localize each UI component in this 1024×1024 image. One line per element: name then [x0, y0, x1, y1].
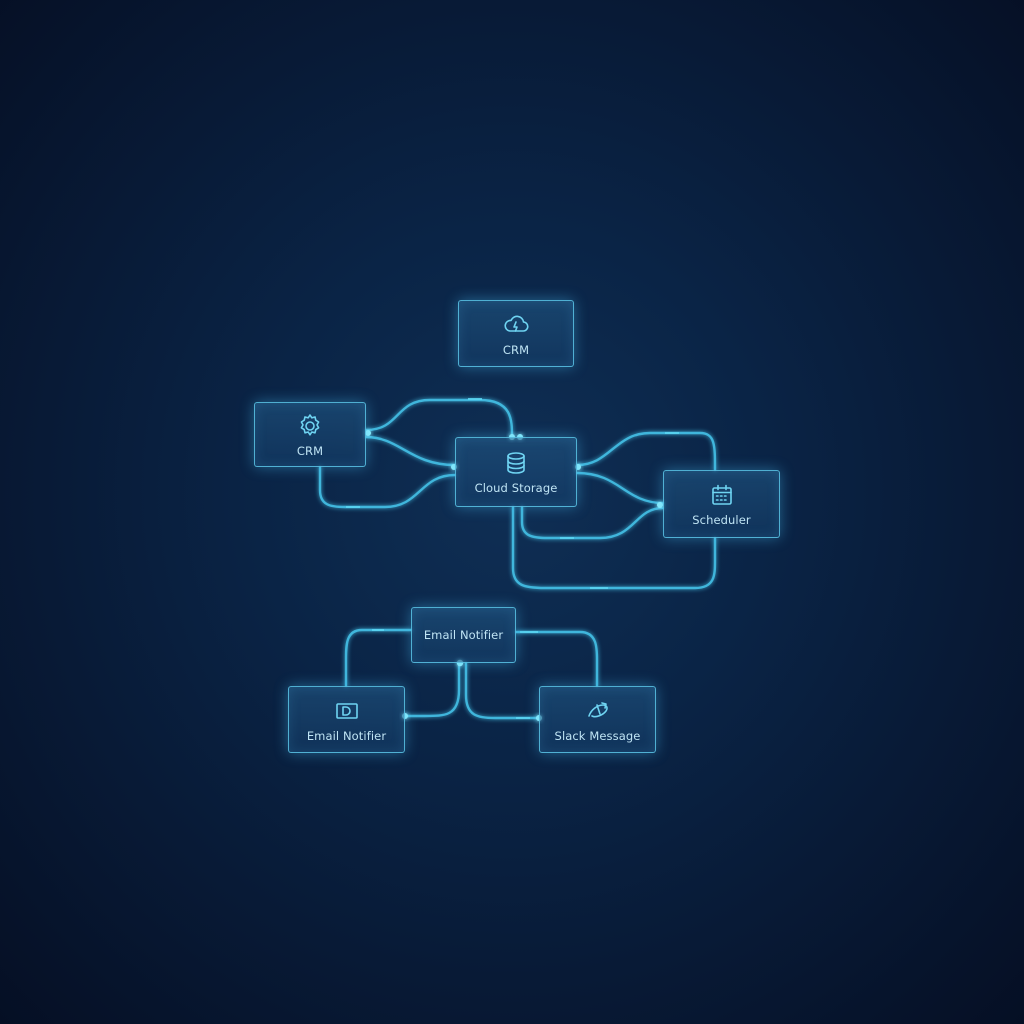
connector-cloud-storage-outer-loop — [511, 505, 717, 590]
connector-crm-left-middle — [364, 435, 457, 467]
connector-tick — [346, 506, 360, 508]
cloud-icon — [502, 311, 530, 339]
connector-crm-left-lower — [318, 465, 457, 509]
port-dot — [365, 430, 371, 436]
connector-tick — [516, 717, 530, 719]
connector-email-to-email-inner — [403, 661, 461, 718]
video-icon — [333, 697, 361, 725]
gear-icon — [296, 412, 324, 440]
connector-cloud-storage-inner-loop — [520, 505, 665, 540]
node-label: CRM — [502, 342, 530, 357]
node-slack-message[interactable]: Slack Message — [539, 686, 656, 753]
connector-tick — [468, 398, 482, 400]
port-dot — [657, 502, 663, 508]
connector-email-to-slack-inner — [464, 661, 541, 720]
connector-cloud-storage-to-scheduler-top — [575, 431, 717, 472]
connector-email-to-email-outer — [344, 628, 413, 688]
node-cloud-storage[interactable]: Cloud Storage — [455, 437, 577, 507]
node-label: Scheduler — [692, 513, 751, 527]
connector-tick — [560, 537, 574, 539]
connector-tick — [372, 629, 384, 631]
calendar-icon — [708, 481, 736, 509]
node-label: Cloud Storage — [474, 481, 558, 495]
node-email-notifier-top[interactable]: Email Notifier — [411, 607, 516, 663]
node-label: Email Notifier — [306, 728, 387, 743]
connector-email-to-slack-outer — [514, 630, 599, 688]
node-label: Slack Message — [554, 728, 641, 743]
connector-crm-left-upper — [364, 398, 514, 439]
node-crm-top[interactable]: CRM — [458, 300, 574, 367]
slack-icon — [584, 697, 612, 725]
node-scheduler[interactable]: Scheduler — [663, 470, 780, 538]
database-icon — [502, 449, 530, 477]
node-crm-left[interactable]: CRM — [254, 402, 366, 467]
connector-cloud-storage-to-scheduler-middle — [575, 471, 665, 505]
node-label: CRM — [296, 443, 324, 458]
connector-tick — [520, 631, 538, 633]
node-email-notifier-bottom[interactable]: Email Notifier — [288, 686, 405, 753]
connector-tick — [665, 432, 679, 434]
node-label: Email Notifier — [423, 628, 504, 642]
connector-tick — [590, 587, 608, 589]
